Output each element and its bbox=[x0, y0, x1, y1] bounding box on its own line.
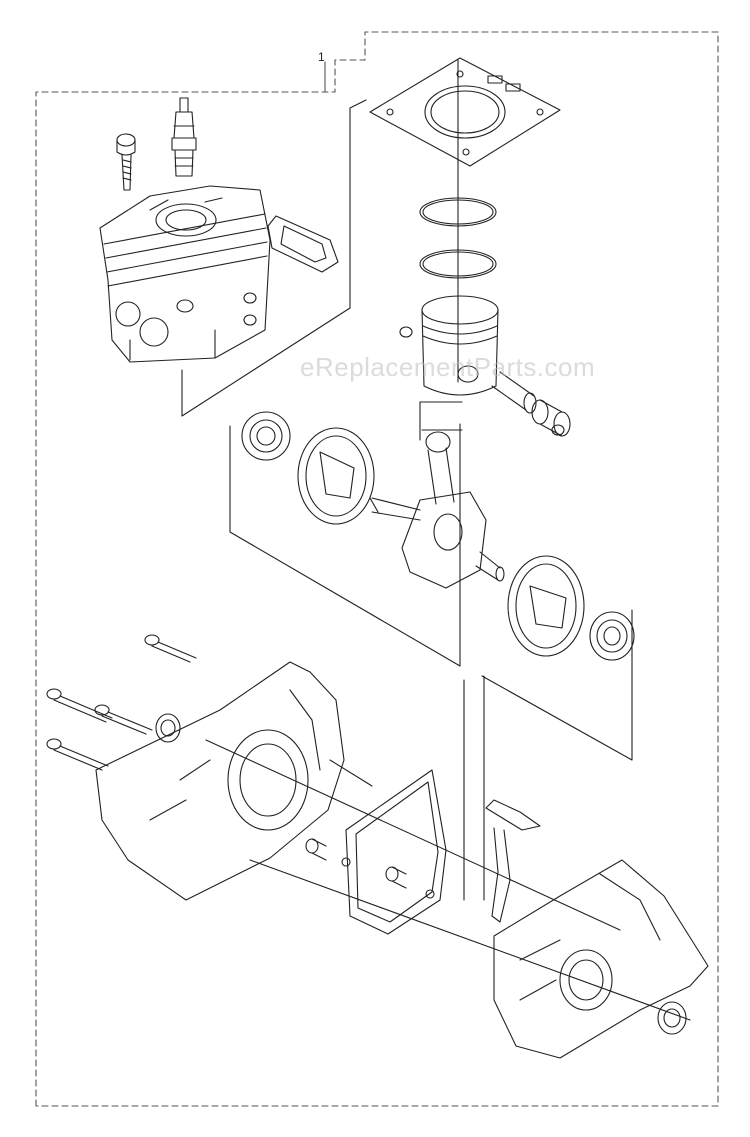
cylinder-screw bbox=[116, 133, 136, 191]
piston bbox=[421, 295, 499, 396]
main-bearing-left bbox=[241, 411, 291, 461]
exhaust-gasket bbox=[267, 215, 339, 273]
dowel-pins bbox=[305, 838, 407, 889]
connecting-rod bbox=[425, 431, 455, 505]
cylinder-group-frame bbox=[181, 99, 367, 417]
piston-pin bbox=[491, 371, 537, 414]
piston-ring-lower bbox=[419, 249, 497, 279]
spark-plug bbox=[171, 97, 197, 177]
watermark-text: eReplacementParts.com bbox=[300, 352, 596, 382]
needle-bearing bbox=[531, 399, 571, 437]
crankcase-seal-right bbox=[657, 1001, 687, 1035]
crankcase-left bbox=[95, 661, 373, 901]
cylinder bbox=[99, 185, 271, 363]
callout-label-1: 1 bbox=[318, 50, 325, 64]
crankcase-seal-left bbox=[155, 713, 181, 743]
crankcase-bolts bbox=[46, 634, 197, 771]
crankcase-gasket bbox=[341, 769, 447, 935]
crankcase-right bbox=[493, 859, 709, 1059]
flywheel-seal-right bbox=[507, 555, 585, 657]
crankshaft bbox=[369, 491, 505, 589]
assembly-axis-lines bbox=[205, 675, 691, 1021]
oil-guide-plate bbox=[485, 799, 541, 923]
main-bearing-right bbox=[589, 611, 635, 661]
assembly-boundary bbox=[35, 31, 719, 1107]
circlip-left bbox=[399, 326, 413, 338]
flywheel-seal-left bbox=[297, 427, 375, 525]
piston-ring-upper bbox=[419, 197, 497, 227]
crank-group-frame bbox=[229, 401, 633, 761]
base-gasket bbox=[369, 57, 561, 167]
